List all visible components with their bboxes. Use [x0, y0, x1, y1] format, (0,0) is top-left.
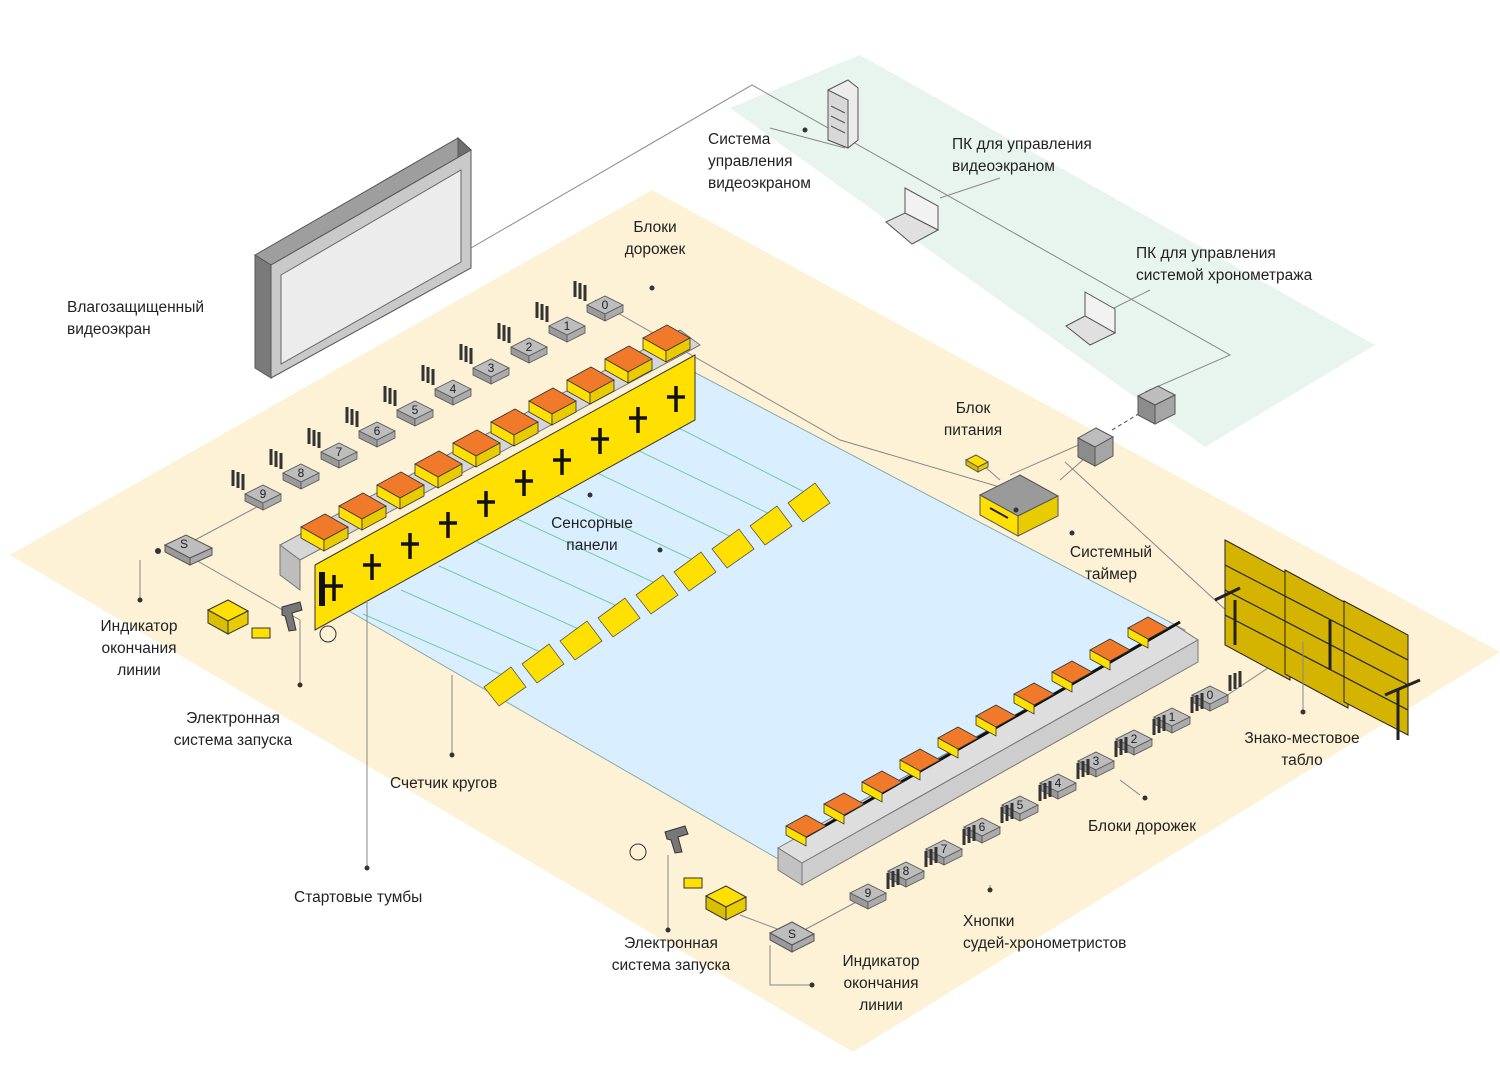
laptop-icon	[1065, 291, 1117, 346]
lane-number: 5	[412, 403, 419, 417]
label-lap-counter: Счетчик кругов	[390, 775, 498, 792]
lane-number: 9	[865, 886, 872, 900]
lane-block: 9	[849, 869, 900, 910]
lane-block: 8	[269, 449, 320, 490]
start-end-front	[279, 544, 301, 591]
system-timer-icon	[978, 474, 1060, 537]
lane-number: 2	[526, 340, 533, 354]
lane-block: 2	[497, 323, 548, 364]
lane-block: 3	[459, 344, 510, 385]
lane-number: 1	[564, 319, 571, 333]
label-starting-blocks: Стартовые тумбы	[294, 889, 423, 906]
lane-block: 1	[535, 302, 586, 343]
server-zone	[730, 55, 1375, 447]
starting-blocks-bottom	[785, 616, 1169, 847]
start-box-right-icon	[768, 921, 816, 953]
leader-lines	[139, 560, 1304, 986]
lane-number: 7	[941, 842, 948, 856]
touch-panels	[483, 482, 831, 707]
start-system-right-icon	[629, 825, 748, 921]
lane-number: 6	[979, 820, 986, 834]
lane-block: 5	[383, 386, 434, 427]
start-box-left-label: S	[180, 537, 188, 551]
lane-number: 3	[488, 361, 495, 375]
lane-number: 4	[450, 382, 457, 396]
video-screen-icon	[254, 136, 472, 379]
lane-blocks-top: 0 1 2 3 4 5 6 7 8 9	[231, 281, 624, 511]
label-lane-blocks-bottom: Блоки дорожек	[1088, 818, 1197, 835]
server-rack-icon	[827, 79, 859, 149]
lane-number: 9	[260, 487, 267, 501]
lane-block: 7	[307, 428, 358, 469]
lane-number: 0	[1207, 688, 1214, 702]
network-switch-icon	[1136, 385, 1177, 425]
lane-lines	[362, 421, 821, 682]
network-converter-icon	[1076, 427, 1115, 467]
lane-number: 6	[374, 424, 381, 438]
lane-block: 6	[345, 407, 396, 448]
lane-number: 1	[1169, 710, 1176, 724]
lane-block: 0	[573, 281, 624, 322]
lane-number: 8	[903, 864, 910, 878]
yellow-touchpad-wall	[314, 354, 696, 631]
start-box-right-label: S	[788, 927, 796, 941]
lane-number: 2	[1131, 732, 1138, 746]
lane-number: 0	[602, 298, 609, 312]
lane-number: 7	[336, 445, 343, 459]
start-box-left-icon	[155, 534, 214, 566]
lane-number: 3	[1093, 754, 1100, 768]
power-unit-icon	[964, 454, 990, 473]
lane-number: 4	[1055, 776, 1062, 790]
lane-block: 9	[231, 470, 282, 511]
lane-blocks-bottom: 0 1 2 3 4 5 6 7 8 9	[849, 671, 1242, 910]
lane-block: 4	[421, 365, 472, 406]
start-system-left-icon	[206, 599, 337, 643]
bottom-wall-side	[801, 639, 1199, 886]
lane-number: 5	[1017, 798, 1024, 812]
scoreboard-icon	[1214, 539, 1421, 740]
leader-dots	[137, 127, 1306, 988]
laptop-icon	[885, 187, 940, 245]
lane-number: 8	[298, 466, 305, 480]
anchors	[325, 386, 685, 601]
starting-blocks-top	[300, 324, 691, 552]
